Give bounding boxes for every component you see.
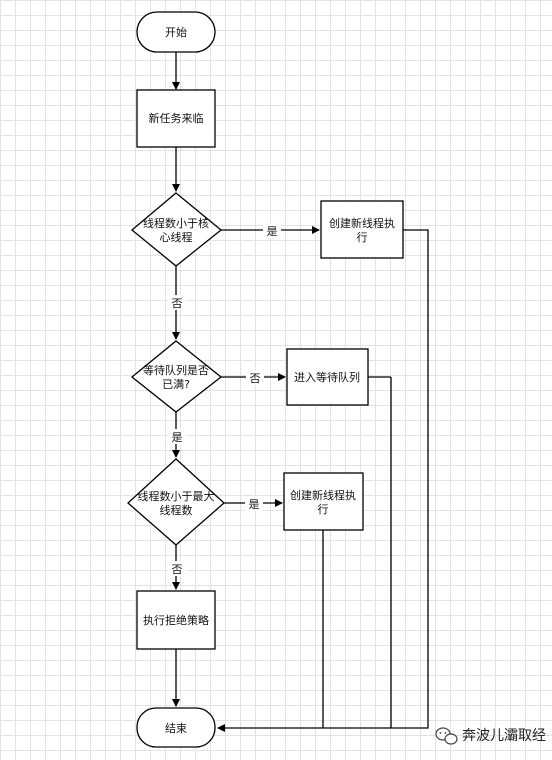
create-thread-node-1	[320, 200, 404, 259]
enqueue-label: 进入等待队列	[294, 370, 360, 384]
end-node-label: 结束	[165, 722, 187, 735]
enqueue-node	[286, 348, 369, 406]
watermark-text: 奔波儿灞取经	[462, 728, 546, 744]
core-check-decision	[130, 192, 223, 267]
max-check-label-line1: 线程数小于最大	[138, 489, 215, 503]
queue-check-label-line2: 已满?	[162, 378, 190, 391]
edge-label-core-yes: 是	[267, 225, 278, 238]
new-task-label: 新任务来临	[149, 111, 204, 125]
start-node	[136, 11, 216, 53]
watermark: 奔波儿灞取经	[435, 727, 546, 745]
max-check-label-line2: 线程数	[160, 503, 193, 517]
edge-label-core-no: 否	[172, 297, 183, 310]
new-task-node	[136, 89, 216, 148]
reject-label: 执行拒绝策略	[143, 613, 209, 627]
edge-label-queue-no: 否	[250, 372, 261, 385]
core-check-label-line1: 线程数小于核	[143, 216, 209, 230]
create-thread-2-label-line1: 创建新线程执	[290, 488, 356, 502]
edge-label-queue-yes: 是	[172, 431, 183, 444]
core-check-label-line2: 心线程	[160, 230, 193, 244]
wechat-icon	[435, 727, 458, 745]
create-thread-node-2	[283, 472, 364, 531]
max-check-decision	[127, 458, 225, 546]
reject-node	[136, 590, 216, 650]
start-node-label: 开始	[165, 25, 187, 39]
end-node	[136, 707, 216, 748]
queue-check-decision	[130, 340, 223, 413]
queue-check-label-line1: 等待队列是否	[143, 363, 209, 377]
edge-label-max-yes: 是	[249, 498, 260, 511]
create-thread-1-label-line2: 行	[357, 231, 368, 244]
edge-label-max-no: 否	[172, 563, 183, 576]
create-thread-1-label-line1: 创建新线程执	[329, 216, 395, 230]
create-thread-2-label-line2: 行	[318, 503, 329, 516]
